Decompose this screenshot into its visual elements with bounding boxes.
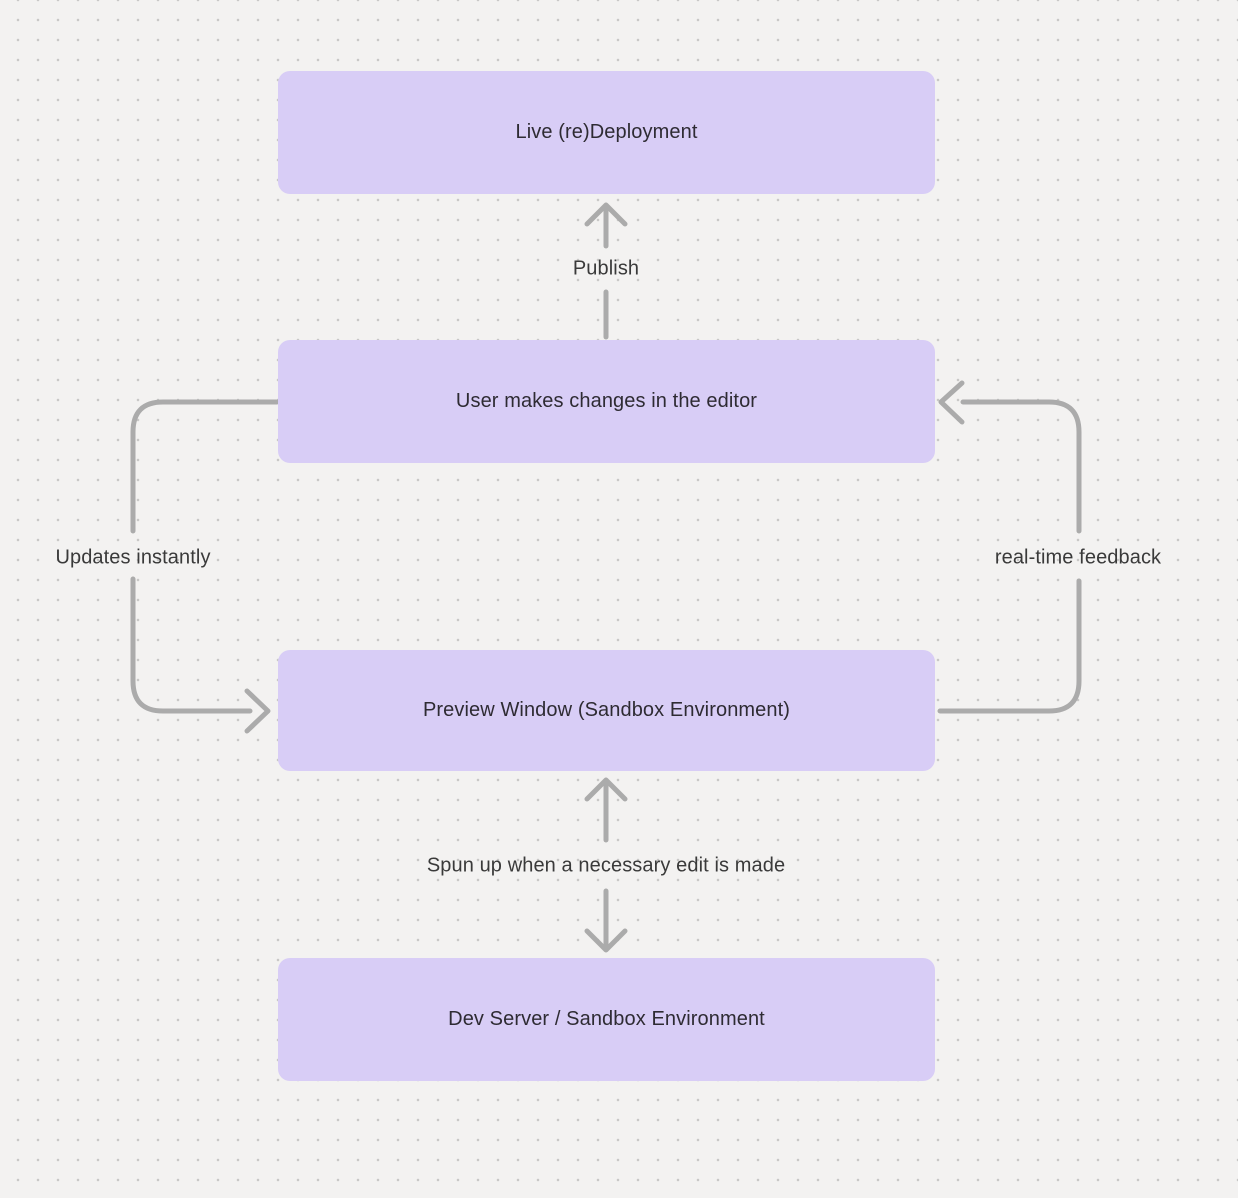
bidi-arrowhead-down <box>584 928 628 953</box>
edge-label-updates-instantly: Updates instantly <box>55 546 211 569</box>
edge-label-publish: Publish <box>572 257 640 280</box>
edge-label-real-time-feedback: real-time feedback <box>994 546 1162 569</box>
node-user-changes-label: User makes changes in the editor <box>455 390 758 412</box>
publish-arrowhead-up <box>584 202 628 227</box>
edge-updates-instantly-arrow <box>130 399 280 734</box>
node-preview-window: Preview Window (Sandbox Environment) <box>278 650 935 771</box>
right-loop-arrowhead-left <box>938 380 965 425</box>
node-live-redeployment: Live (re)Deployment <box>278 71 935 194</box>
right-loop-upper <box>960 399 1082 534</box>
edge-label-spun-up: Spun up when a necessary edit is made <box>426 854 786 877</box>
node-user-changes: User makes changes in the editor <box>278 340 935 463</box>
node-preview-window-label: Preview Window (Sandbox Environment) <box>422 699 791 721</box>
bidi-arrowhead-up <box>584 777 628 802</box>
left-loop-upper <box>130 399 280 534</box>
node-dev-server-label: Dev Server / Sandbox Environment <box>448 1008 765 1030</box>
right-loop-lower <box>937 578 1082 714</box>
left-loop-arrowhead-right <box>244 688 271 734</box>
edge-spun-up-arrow <box>584 777 628 953</box>
node-dev-server: Dev Server / Sandbox Environment <box>278 958 935 1081</box>
edge-real-time-feedback-arrow <box>937 380 1082 714</box>
node-live-redeployment-label: Live (re)Deployment <box>515 121 698 143</box>
left-loop-lower <box>130 576 253 714</box>
edge-publish-arrow <box>584 202 628 340</box>
